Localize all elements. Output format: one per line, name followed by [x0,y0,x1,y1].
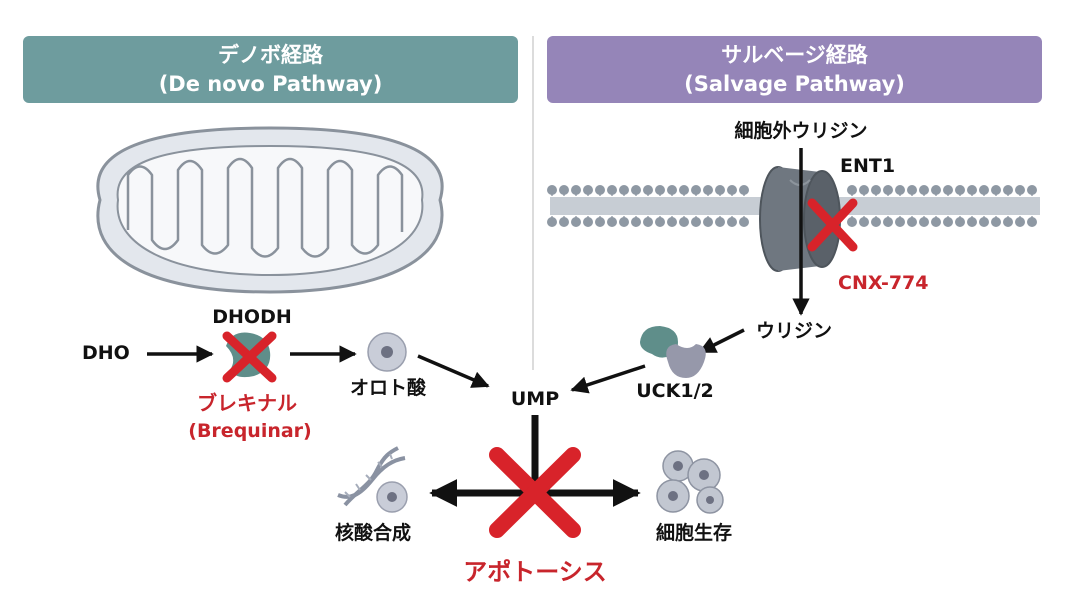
uridine-to-uck-arrow [698,328,745,354]
uck-enzyme-icon [640,326,706,378]
salvage-subtitle: (Salvage Pathway) [684,71,905,96]
dho-label: DHO [82,342,130,364]
uck-label: UCK1/2 [636,380,714,402]
nucleic-acid-synthesis-label: 核酸合成 [334,522,412,544]
de-novo-title: デノボ経路 [218,42,323,67]
orotic-acid-icon [367,332,407,372]
ump-label: UMP [510,388,560,410]
extracellular-uridine-label: 細胞外ウリジン [734,120,868,142]
salvage-title: サルベージ経路 [721,42,868,67]
cell-survival-label: 細胞生存 [655,522,733,544]
apoptosis-label: アポトーシス [463,558,607,586]
uck-to-ump-arrow [570,364,646,394]
de-novo-subtitle: (De novo Pathway) [158,71,383,96]
cnx774-label: CNX-774 [838,272,929,294]
cnx774-inhibition-mark [807,198,858,252]
orotic-acid-to-ump-arrow [417,354,490,388]
brequinar-jp-label: ブレキナル [197,391,297,415]
brequinar-en-label: (Brequinar) [188,420,312,442]
nucleotide-icon [376,481,408,513]
orotic-acid-label: オロト酸 [349,377,427,399]
ent1-label: ENT1 [840,155,896,177]
de-novo-pathway-banner: デノボ経路 (De novo Pathway) [23,36,518,103]
uridine-label: ウリジン [756,320,833,342]
brequinar-inhibition-mark [222,331,277,383]
pathway-block-mark [489,447,581,538]
cells-icon [656,450,724,514]
dna-icon [337,446,406,507]
salvage-pathway-banner: サルベージ経路 (Salvage Pathway) [547,36,1042,103]
dhodh-label: DHODH [212,306,292,328]
mitochondrion-icon [96,126,444,294]
